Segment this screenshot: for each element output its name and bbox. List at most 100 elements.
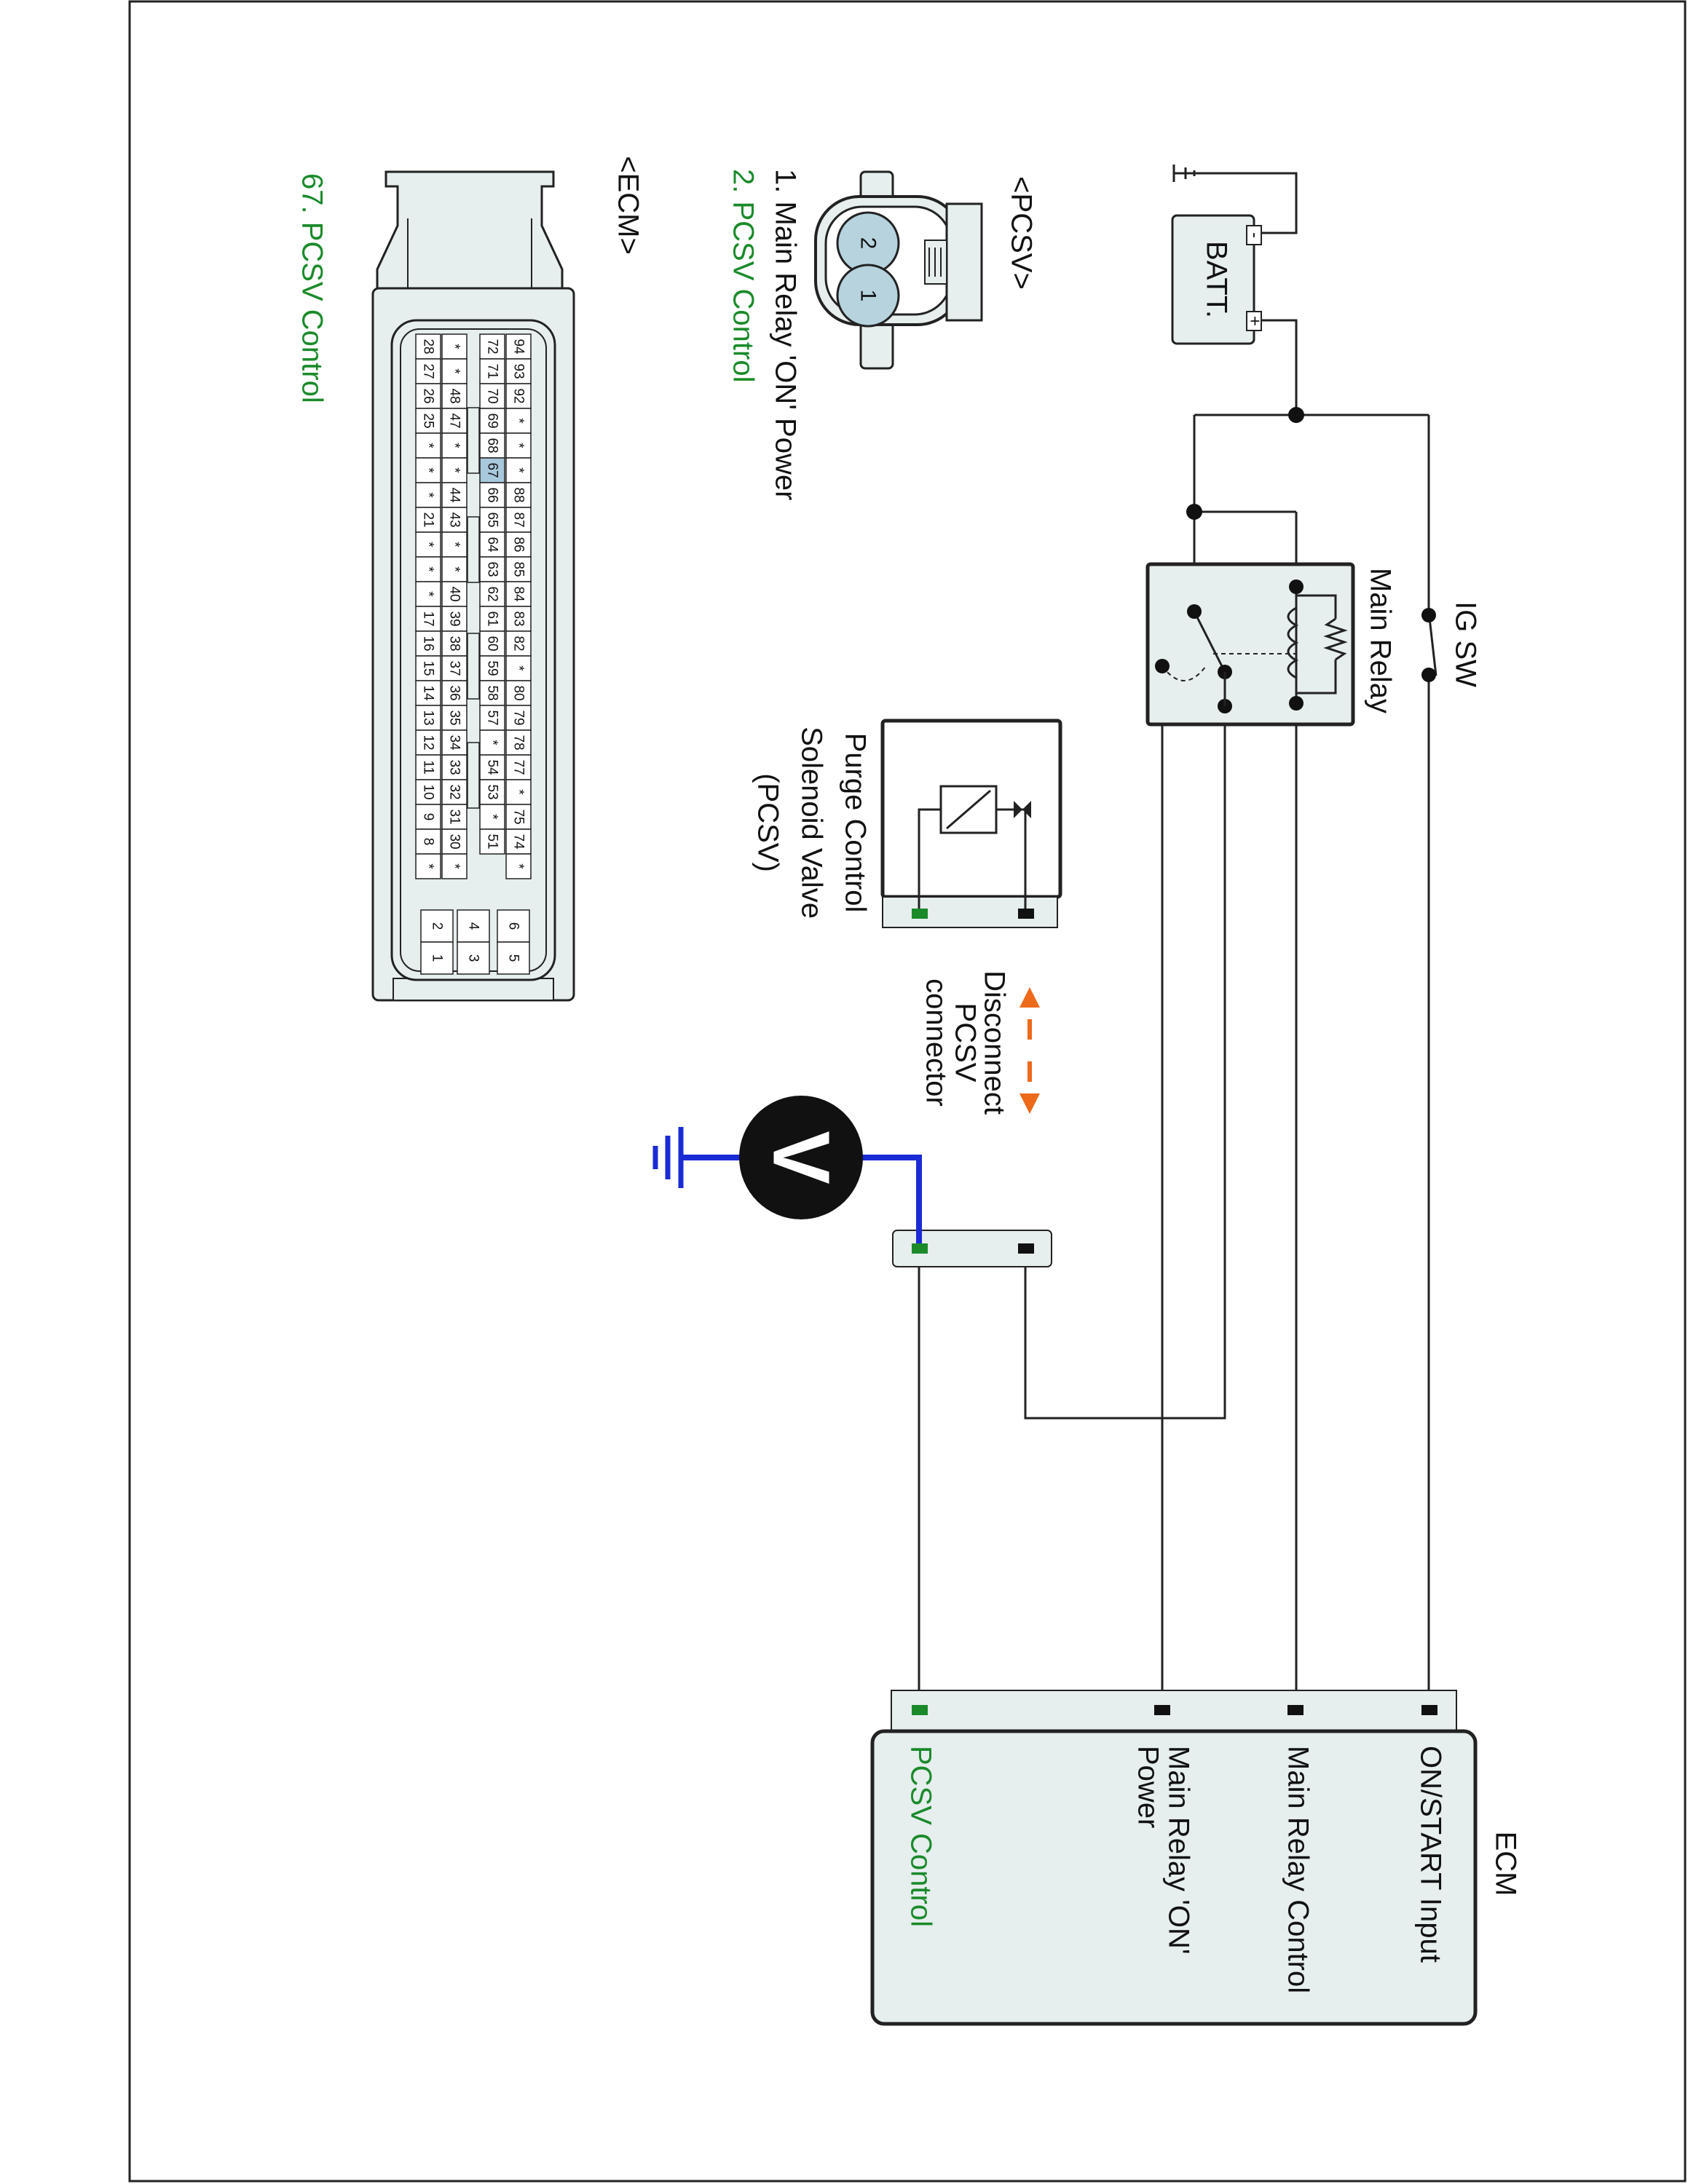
- ecm-pin-label: 31: [447, 809, 462, 824]
- ecm-pin-label: 10: [421, 784, 436, 799]
- ecm-pin-cell: [479, 556, 505, 582]
- ecm-pin-cell: [479, 358, 505, 384]
- disconnect-note-line-2: PCSV: [949, 1003, 981, 1083]
- ecm-pin-cell: [505, 457, 532, 483]
- ecm-pin-label: *: [421, 566, 436, 572]
- ecm-pin-label: 84: [511, 586, 526, 602]
- wires: [918, 165, 1437, 1709]
- ecm-pin-label: 64: [485, 537, 500, 553]
- ecm-pin-label: *: [447, 344, 462, 349]
- ig-switch-label: IG SW: [1449, 601, 1481, 687]
- ecm-pin-cell: [441, 779, 468, 805]
- ecm-pin-label: 27: [421, 363, 436, 379]
- pcsv-component-label: Purge Control Solenoid Valve (PCSV): [752, 727, 871, 919]
- ecm-pin-cell: [415, 408, 441, 434]
- ecm-pin-cell: [415, 556, 441, 582]
- ecm-pin-cell: [441, 828, 468, 855]
- ecm-power-pin-label: 4: [466, 922, 481, 930]
- ecm-pin-label: 48: [447, 388, 462, 403]
- ecm-pin-label: 37: [447, 660, 462, 676]
- disconnect-note-line-1: Disconnect: [978, 970, 1010, 1115]
- ecm-pin-cell: [415, 606, 441, 632]
- ecm-pin-cell: [479, 333, 505, 360]
- ecm-terminal-main-relay-control: Main Relay Control: [1282, 1746, 1314, 1993]
- ecm-pin-cell: [441, 729, 468, 756]
- ecm-pin-label: *: [511, 863, 526, 869]
- ecm-pin-label: 14: [421, 685, 436, 701]
- ecm-pin-label: 51: [485, 834, 500, 849]
- page-border: [128, 0, 1687, 2183]
- pcsv-label-line-3: (PCSV): [752, 773, 784, 872]
- ecm-pin-label: *: [447, 542, 462, 547]
- ecm-pin-label: *: [421, 492, 436, 498]
- ecm-pin-label: 94: [511, 339, 526, 355]
- ecm-pin-label: 58: [485, 685, 500, 700]
- ecm-power-pin-label: 3: [466, 954, 481, 962]
- ecm-pin-label: 69: [485, 413, 500, 428]
- ecm-pin-label: 35: [447, 710, 462, 725]
- ecm-pin-cell: [415, 630, 441, 657]
- ecm-pin-label: 92: [511, 388, 526, 403]
- ecm-pin-cell: [479, 655, 505, 681]
- pcsv-pin-2: 2: [856, 237, 880, 250]
- main-relay-label: Main Relay: [1364, 568, 1396, 713]
- ecm-terminal-main-relay-on-power-line-2: Power: [1132, 1746, 1164, 1828]
- ecm-pin-label: 67: [485, 462, 500, 478]
- ecm-key-rib: [467, 633, 480, 700]
- ecm-pin-cell: [415, 507, 441, 533]
- ecm-pin-label: *: [511, 418, 526, 424]
- ecm-pin-cell: [415, 705, 441, 731]
- ecm-pin-label: 34: [447, 735, 462, 751]
- ecm-connector-caption: 67. PCSV Control: [296, 173, 328, 403]
- ecm-pin-label: 68: [485, 438, 500, 453]
- ecm-box-title: ECM: [1489, 1832, 1521, 1896]
- ecm-pin-label: *: [485, 814, 500, 820]
- ecm-pin-cell: [441, 457, 468, 483]
- ecm-pin-label: 30: [447, 834, 462, 849]
- ecm-pin-label: 86: [511, 537, 526, 552]
- main-relay: [1145, 562, 1355, 727]
- ecm-pin-label: 82: [511, 636, 526, 651]
- ecm-pin-cell: [415, 779, 441, 805]
- ecm-pin-cell: [479, 457, 505, 483]
- ecm-pin-label: 78: [511, 735, 526, 750]
- ecm-pin-label: 54: [485, 759, 500, 775]
- ecm-pin-label: *: [421, 443, 436, 448]
- ecm-pin-label: 44: [447, 487, 462, 503]
- disconnect-arrows: [1019, 987, 1040, 1114]
- ecm-pin-cell: [415, 853, 441, 879]
- ecm-pin-label: *: [447, 368, 462, 374]
- ecm-pin-cell: [505, 729, 532, 756]
- ecm-pin-label: 93: [511, 363, 526, 379]
- ecm-pin-cell: [479, 804, 505, 830]
- ecm-pin-label: 79: [511, 710, 526, 725]
- ecm-pin-label: *: [421, 863, 436, 869]
- disconnect-note-line-3: connector: [920, 978, 952, 1107]
- ecm-pin-label: *: [447, 443, 462, 448]
- ecm-pin-label: *: [447, 566, 462, 572]
- ecm-pin-label: 70: [485, 388, 500, 403]
- ecm-pin-cell: [505, 705, 532, 731]
- ecm-pin-label: 63: [485, 561, 500, 577]
- ecm-pin-label: 36: [447, 685, 462, 700]
- ecm-key-rib: [467, 516, 480, 583]
- pcsv-label-line-1: Purge Control: [839, 733, 871, 913]
- ecm-pin-cell: [479, 507, 505, 533]
- junction-dots: [1186, 407, 1436, 682]
- pcsv-pin-1: 1: [856, 290, 880, 302]
- ecm-pin-label: 8: [421, 838, 436, 846]
- ecm-box: [870, 1690, 1478, 2026]
- ecm-pin-cell: [505, 630, 532, 657]
- ecm-pin-label: *: [511, 443, 526, 448]
- pcsv-connector-view: 2 1: [814, 170, 983, 370]
- ecm-pin-cell: [505, 432, 532, 459]
- ecm-pin-cell: [415, 457, 441, 483]
- ecm-power-pin-cell: [497, 909, 530, 943]
- ecm-pin-label: 71: [485, 363, 500, 379]
- ecm-pin-label: 61: [485, 611, 500, 626]
- ecm-pin-label: 80: [511, 685, 526, 700]
- ecm-pin-cell: [479, 482, 505, 508]
- ecm-pin-cell: [479, 408, 505, 434]
- ecm-pin-label: *: [447, 467, 462, 473]
